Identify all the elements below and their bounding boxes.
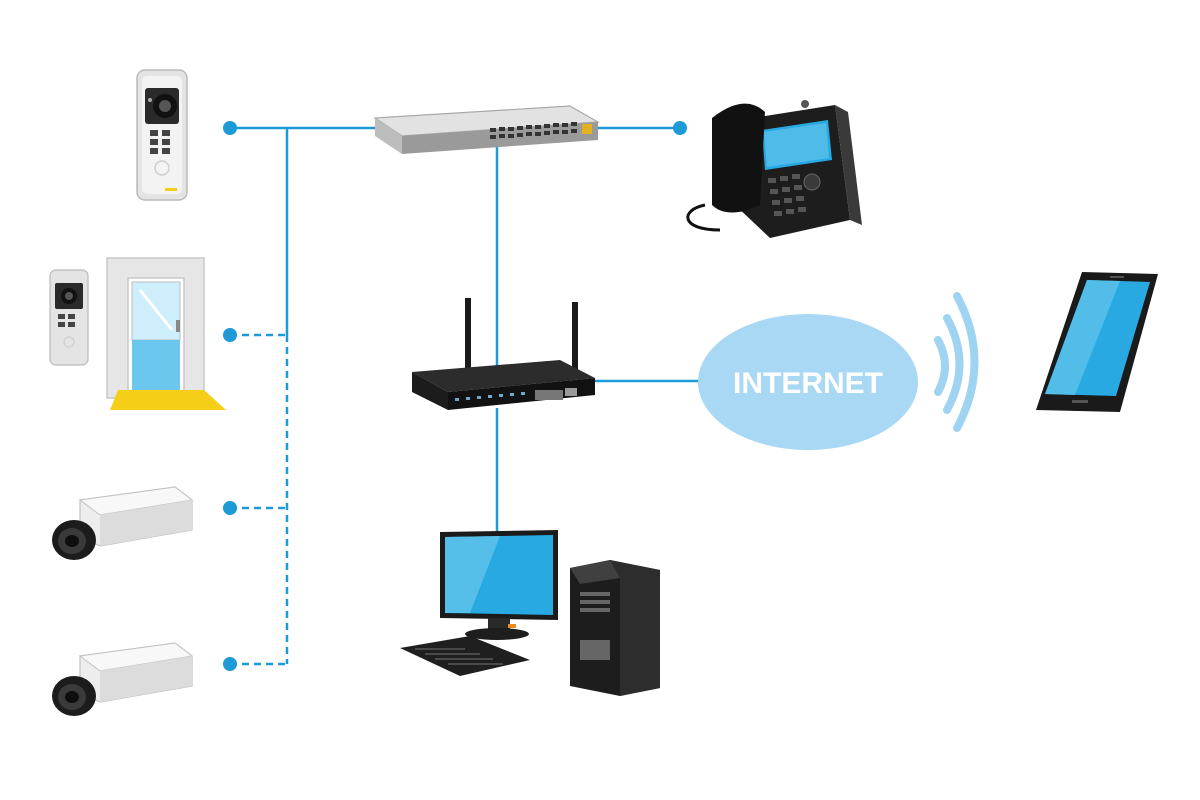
network-switch-icon: [373, 105, 601, 154]
router-icon: [412, 298, 595, 410]
network-camera-icon: [52, 486, 194, 560]
connection-dot: [223, 121, 237, 135]
internet-cloud: INTERNET: [698, 314, 918, 450]
door-access-icon: [49, 257, 226, 410]
network-camera-icon: [52, 642, 194, 716]
connection-dot: [223, 501, 237, 515]
internet-cloud-shape: [698, 314, 918, 450]
wifi-signal-icon: [934, 292, 979, 432]
connection-dot: [223, 328, 237, 342]
connection-dot: [673, 121, 687, 135]
door-station-icon: [136, 69, 188, 201]
desktop-computer-icon: [400, 530, 660, 696]
connections: [223, 121, 700, 671]
connection-dot: [223, 657, 237, 671]
internet-label: INTERNET: [733, 367, 883, 400]
ip-phone-icon: [686, 100, 862, 238]
smartphone-icon: [1036, 272, 1158, 412]
